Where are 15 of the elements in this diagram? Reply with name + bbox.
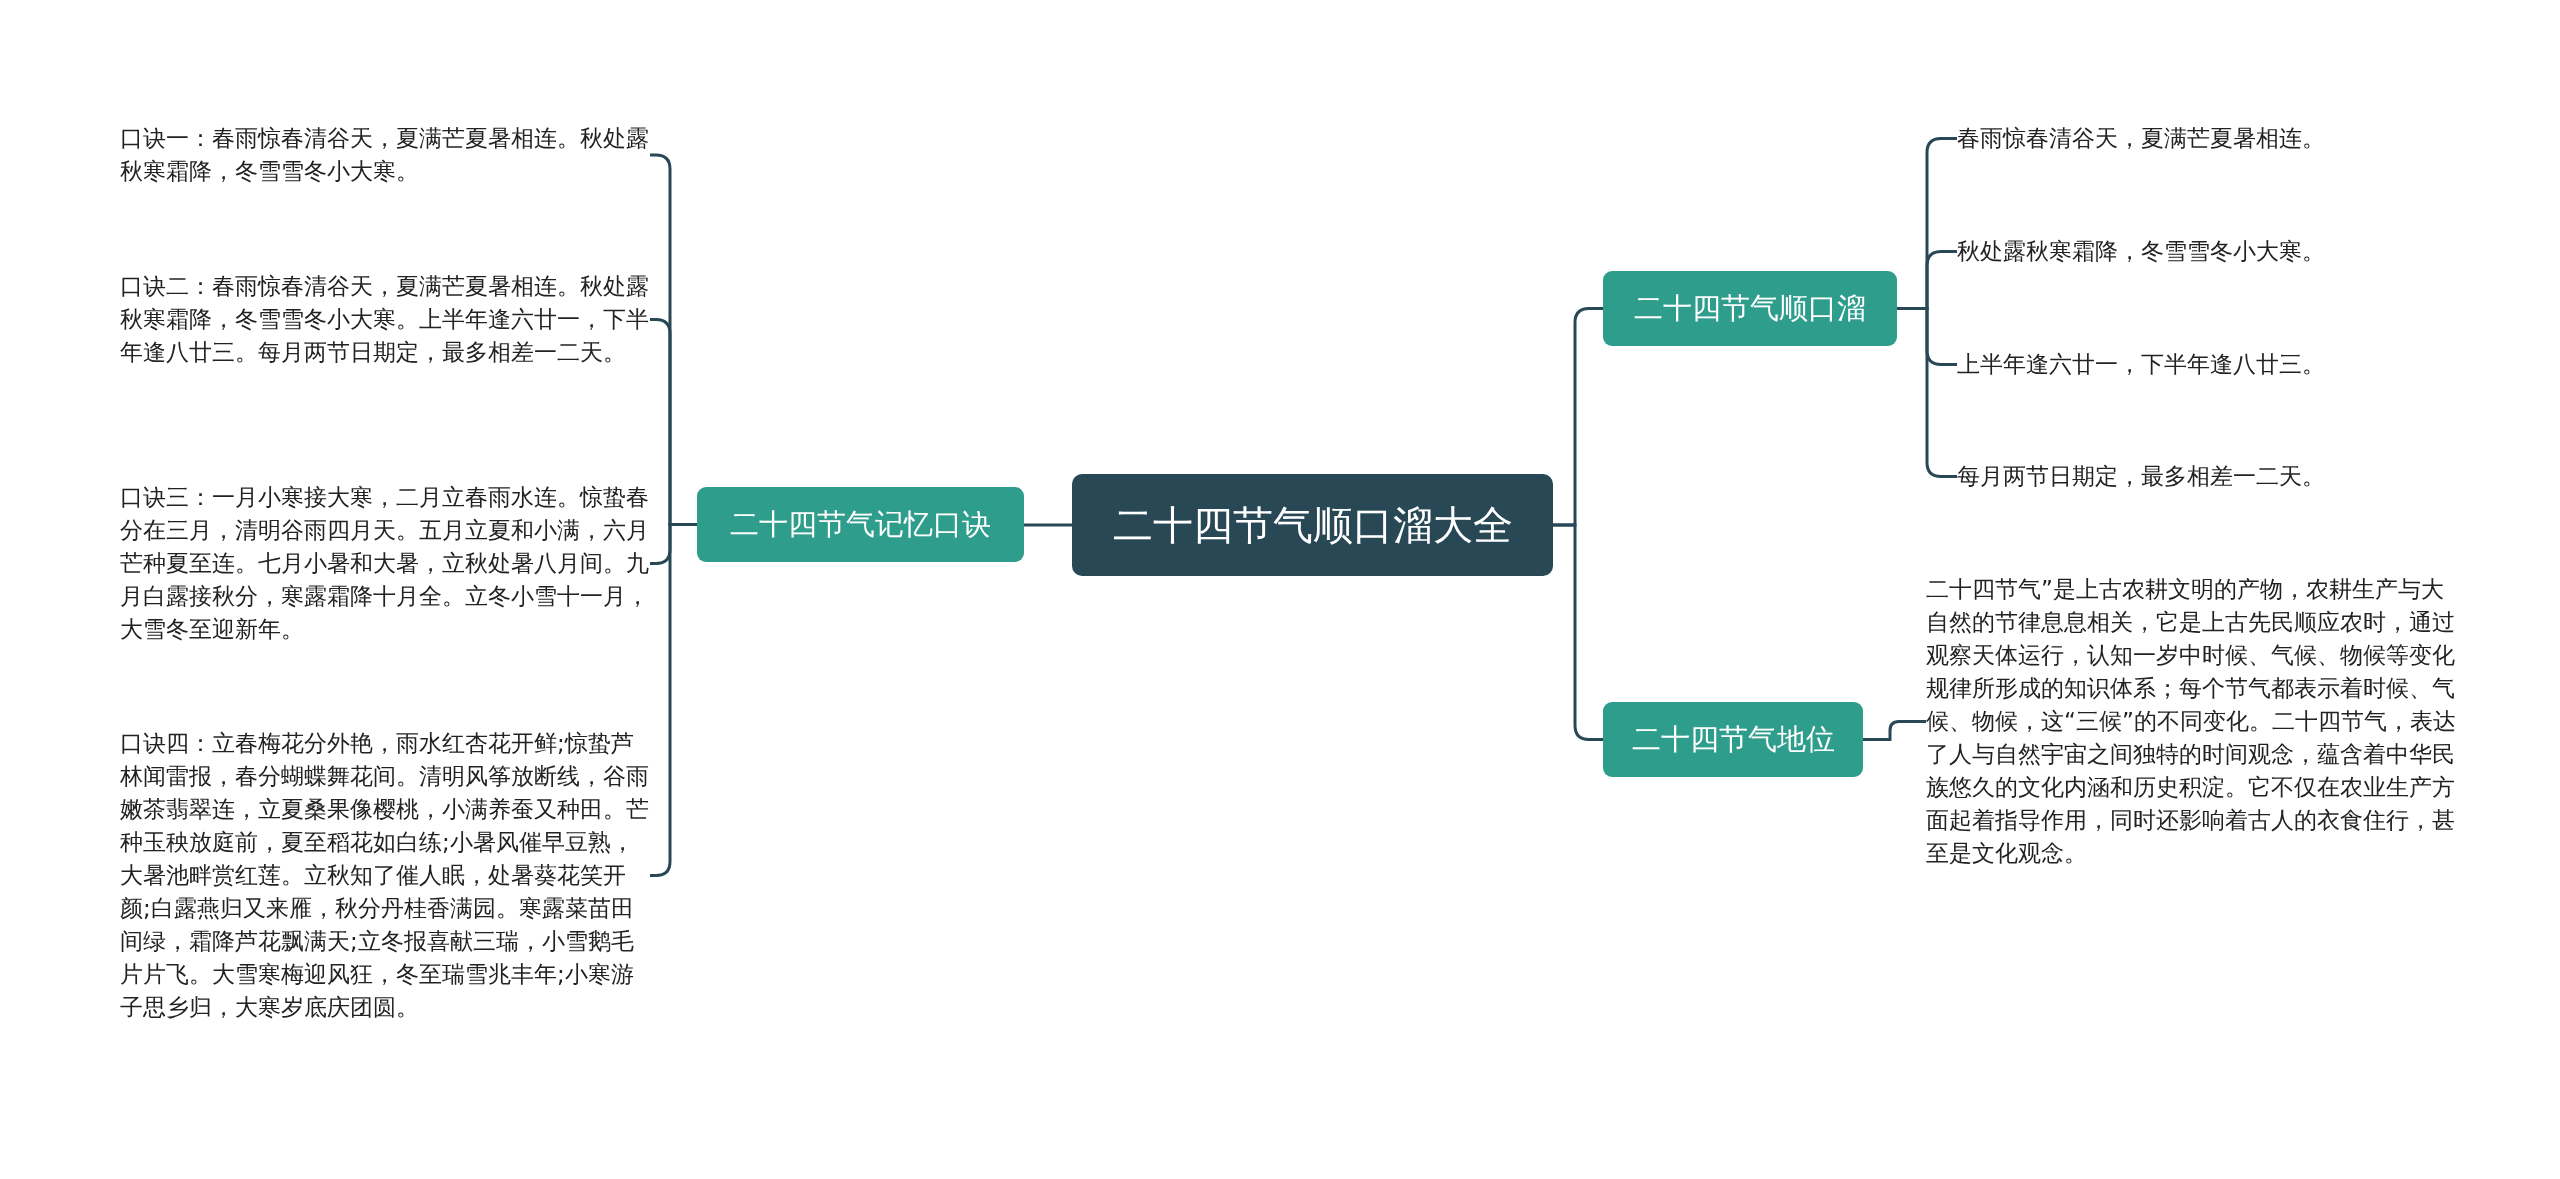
branch-topic: 二十四节气记忆口诀 <box>697 487 1024 562</box>
leaf-text: 二十四节气”是上古农耕文明的产物，农耕生产与大自然的节律息息相关，它是上古先民顺应农时，通过观察天体运行，认知一岁中时候、气候、物候等变化规律所形成的知识体系；每个节气都表示着时候、气候、物候，这“三候”的不同变化。二十四节气，表达了人与自然宇宙之间独特的时间观念，蕴含着中华民族悠久的文化内涵和历史积淀。它不仅在农业生产方面起着指导作用，同时还影响着古人的衣食住行，甚至是文化观念。 <box>1926 575 2456 868</box>
leaf-text: 口诀二：春雨惊春清谷天，夏满芒夏暑相连。秋处露秋寒霜降，冬雪雪冬小大寒。上半年逢六廿一，下半年逢八廿三。每月两节日期定，最多相差一二天。 <box>120 272 650 367</box>
connector-line <box>1024 523 1072 527</box>
leaf-text: 口诀三：一月小寒接大寒，二月立春雨水连。惊蛰春分在三月，清明谷雨四月天。五月立夏和小满，六月芒种夏至连。七月小暑和大暑，立秋处暑八月间。九月白露接秋分，寒露霜降十月全。立冬小雪十一月，大雪冬至迎新年。 <box>120 483 650 644</box>
leaf-text: 上半年逢六廿一，下半年逢八廿三。 <box>1957 350 2325 379</box>
branch-topic: 二十四节气地位 <box>1603 702 1863 777</box>
leaf-text: 每月两节日期定，最多相差一二天。 <box>1957 462 2325 491</box>
connector-line <box>1863 720 1926 741</box>
leaf-text: 口诀四：立春梅花分外艳，雨水红杏花开鲜;惊蛰芦林闻雷报，春分蝴蝶舞花间。清明风筝放断线，谷雨嫩茶翡翠连，立夏桑果像樱桃，小满养蚕又种田。芒种玉秧放庭前，夏至稻花如白练;小暑风催早豆熟，大暑池畔赏红莲。立秋知了催人眠，处暑葵花笑开颜;白露燕归又来雁，秋分丹桂香满园。寒露菜苗田间绿，霜降芦花飘满天;立冬报喜献三瑞，小雪鹅毛片片飞。大雪寒梅迎风狂，冬至瑞雪兆丰年;小寒游子思乡归，大寒岁底庆团圆。 <box>120 729 650 1022</box>
central-topic: 二十四节气顺口溜大全 <box>1072 474 1553 576</box>
leaf-text: 秋处露秋寒霜降，冬雪雪冬小大寒。 <box>1957 237 2325 266</box>
leaf-text: 口诀一：春雨惊春清谷天，夏满芒夏暑相连。秋处露秋寒霜降，冬雪雪冬小大寒。 <box>120 124 650 186</box>
branch-topic: 二十四节气顺口溜 <box>1603 271 1897 346</box>
leaf-text: 春雨惊春清谷天，夏满芒夏暑相连。 <box>1957 124 2325 153</box>
